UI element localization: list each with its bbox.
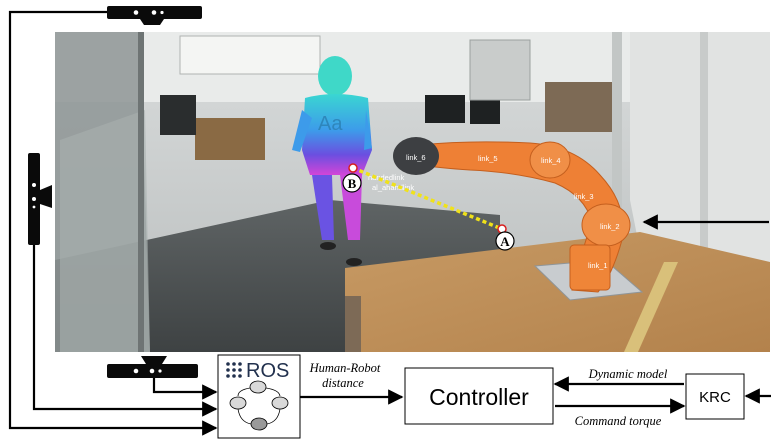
link-2-label: link_2: [600, 222, 620, 231]
ros-graph-icon: [229, 380, 289, 431]
ros-node-box: ROS: [217, 354, 301, 439]
ros-label: ROS: [246, 360, 289, 382]
human-point-cloud: Aa: [292, 56, 372, 266]
lab-photo: link_6 link_5 link_4 link_3 link_2 link_…: [55, 32, 770, 352]
krc-label: KRC: [699, 389, 731, 406]
kinect-sensor-bottom-icon: [107, 356, 198, 378]
controller-label: Controller: [429, 384, 529, 410]
link-4-label: link_4: [541, 156, 561, 165]
robot-link-labels: link_6 link_5 link_4 link_3 link_2 link_…: [406, 153, 620, 270]
frame-label-1: handedlink: [368, 173, 405, 182]
controller-box: Controller: [404, 367, 554, 425]
kinect-sensor-top-icon: [107, 6, 202, 25]
ros-dots-icon: [226, 362, 242, 378]
marker-b: B: [342, 173, 362, 193]
link-1-label: link_1: [588, 261, 608, 270]
marker-b-label: B: [348, 176, 357, 191]
edge-label-dynamic-model: Dynamic model: [588, 367, 668, 381]
link-5-label: link_5: [478, 154, 498, 163]
sensor-connectors: [8, 10, 218, 436]
marker-a: A: [495, 231, 515, 251]
minimum-distance-line: [352, 166, 503, 231]
edge-label-human-robot-2: distance: [322, 376, 364, 390]
link-3-label: link_3: [574, 192, 594, 201]
marker-a-label: A: [500, 234, 510, 249]
robot-arm: [393, 137, 631, 293]
link-6-label: link_6: [406, 153, 426, 162]
shirt-logo-text: Aa: [318, 113, 343, 135]
edge-label-human-robot-1: Human-Robot: [309, 361, 381, 375]
edge-label-command-torque: Command torque: [575, 414, 662, 428]
krc-box: KRC: [685, 373, 745, 420]
kinect-sensor-side-icon: [28, 153, 52, 245]
frame-label-2: al_ahandlink: [372, 183, 414, 192]
